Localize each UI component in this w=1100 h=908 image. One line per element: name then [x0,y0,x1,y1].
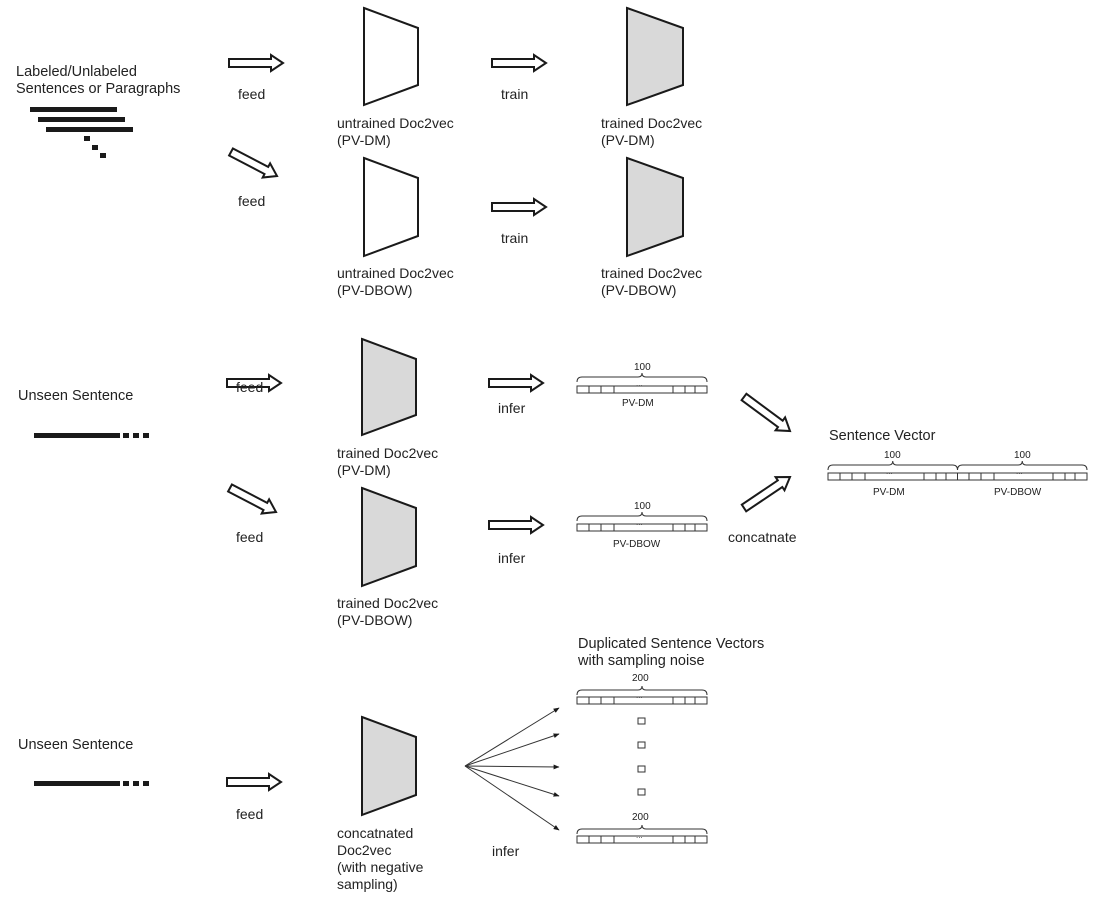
unseen-sentence-line-1 [34,433,149,438]
feed-label-3: feed [236,379,264,395]
infer-arrow-2 [488,515,545,535]
merge-arrow-dbow [740,475,792,513]
infer-arrow-1 [488,373,545,393]
pv-dbow-vector [576,511,708,532]
sentence-vector-dbow-name: PV-DBOW [994,487,1042,498]
train-arrow-2 [491,197,548,217]
merge-arrow-dm [740,392,792,433]
sv-dm-ellipsis: ... [886,467,893,476]
infer-label-1: infer [498,400,526,416]
dup-bottom-ellipsis: ... [636,831,643,840]
vector-brace [957,460,1088,471]
duplicated-vector-top [576,685,708,705]
vector-brace [827,460,958,471]
vector-bar [576,696,708,705]
infer-fan-lines [464,707,560,831]
untrained-dm-model-shape [363,6,419,107]
untrained-dbow-label: untrained Doc2vec (PV-DBOW) [337,265,454,298]
unseen-sentence-line-2 [34,781,149,786]
vector-brace [576,824,708,835]
concatenated-model-label: concatnated Doc2vec (with negative sampl… [337,825,424,892]
feed-arrow-3 [226,373,283,393]
sentence-vector [827,460,1088,481]
vector-brace [576,685,708,696]
feed-label-1: feed [238,86,266,102]
pv-dbow-ellipsis: ... [636,518,643,527]
pv-dm-ellipsis: ... [636,379,643,388]
duplicate-placeholders [637,717,646,796]
sentence-vector-dbow-size: 100 [1014,450,1031,461]
trained-dbow-model-shape [626,156,684,258]
pv-dbow-name-label: PV-DBOW [613,539,661,550]
untrained-dbow-model-shape [363,156,419,258]
fan-line [464,707,560,767]
fan-line [464,765,560,797]
dup-top-ellipsis: ... [636,691,643,700]
infer-label-3: infer [492,843,520,859]
pv-dm-name-label: PV-DM [622,398,654,409]
fan-line [464,764,560,770]
trained-dm-infer-model-shape [361,337,417,437]
trained-dbow-infer-label: trained Doc2vec (PV-DBOW) [337,595,439,628]
trained-dbow-infer-model-shape [361,486,417,588]
dup-bottom-size-label: 200 [632,812,649,823]
duplicated-vector-bottom [576,824,708,844]
vector-bar [576,835,708,844]
vector-brace [576,372,708,383]
pv-dm-size-label: 100 [634,362,651,373]
sentence-vector-dm-name: PV-DM [873,487,905,498]
feed-arrow-2 [227,147,279,179]
train-label-2: train [501,230,529,246]
duplicated-vectors-title: Duplicated Sentence Vectors with samplin… [578,636,765,669]
vector-bar [576,523,708,532]
feed-label-4: feed [236,529,264,545]
train-arrow-1 [491,53,548,73]
fan-line [464,765,560,831]
concatenated-model-shape [361,715,417,817]
inference-input-label: Unseen Sentence [18,388,134,404]
dup-top-size-label: 200 [632,673,649,684]
feed-label-5: feed [236,806,264,822]
sv-dbow-ellipsis: ... [1016,467,1023,476]
sentence-vector-dm-size: 100 [884,450,901,461]
feed-arrow-4 [226,483,278,515]
vector-bar [576,385,708,394]
trained-dm-label: trained Doc2vec (PV-DM) [601,115,703,148]
trained-dm-infer-label: trained Doc2vec (PV-DM) [337,445,439,478]
concatenate-label: concatnate [728,529,797,545]
pv-dm-vector [576,372,708,394]
trained-dbow-label: trained Doc2vec (PV-DBOW) [601,265,703,298]
noise-input-label: Unseen Sentence [18,737,134,753]
training-input-label: Labeled/Unlabeled Sentences or Paragraph… [16,64,181,97]
feed-arrow-1 [228,53,285,73]
feed-label-2: feed [238,193,266,209]
untrained-dm-label: untrained Doc2vec (PV-DM) [337,115,454,148]
sentence-vector-title: Sentence Vector [829,428,936,444]
paragraphs-icon [30,107,133,158]
train-label-1: train [501,86,529,102]
infer-label-2: infer [498,550,526,566]
pv-dbow-size-label: 100 [634,501,651,512]
trained-dm-model-shape [626,6,684,107]
feed-arrow-5 [226,772,283,792]
vector-brace [576,511,708,522]
fan-line [464,733,560,767]
